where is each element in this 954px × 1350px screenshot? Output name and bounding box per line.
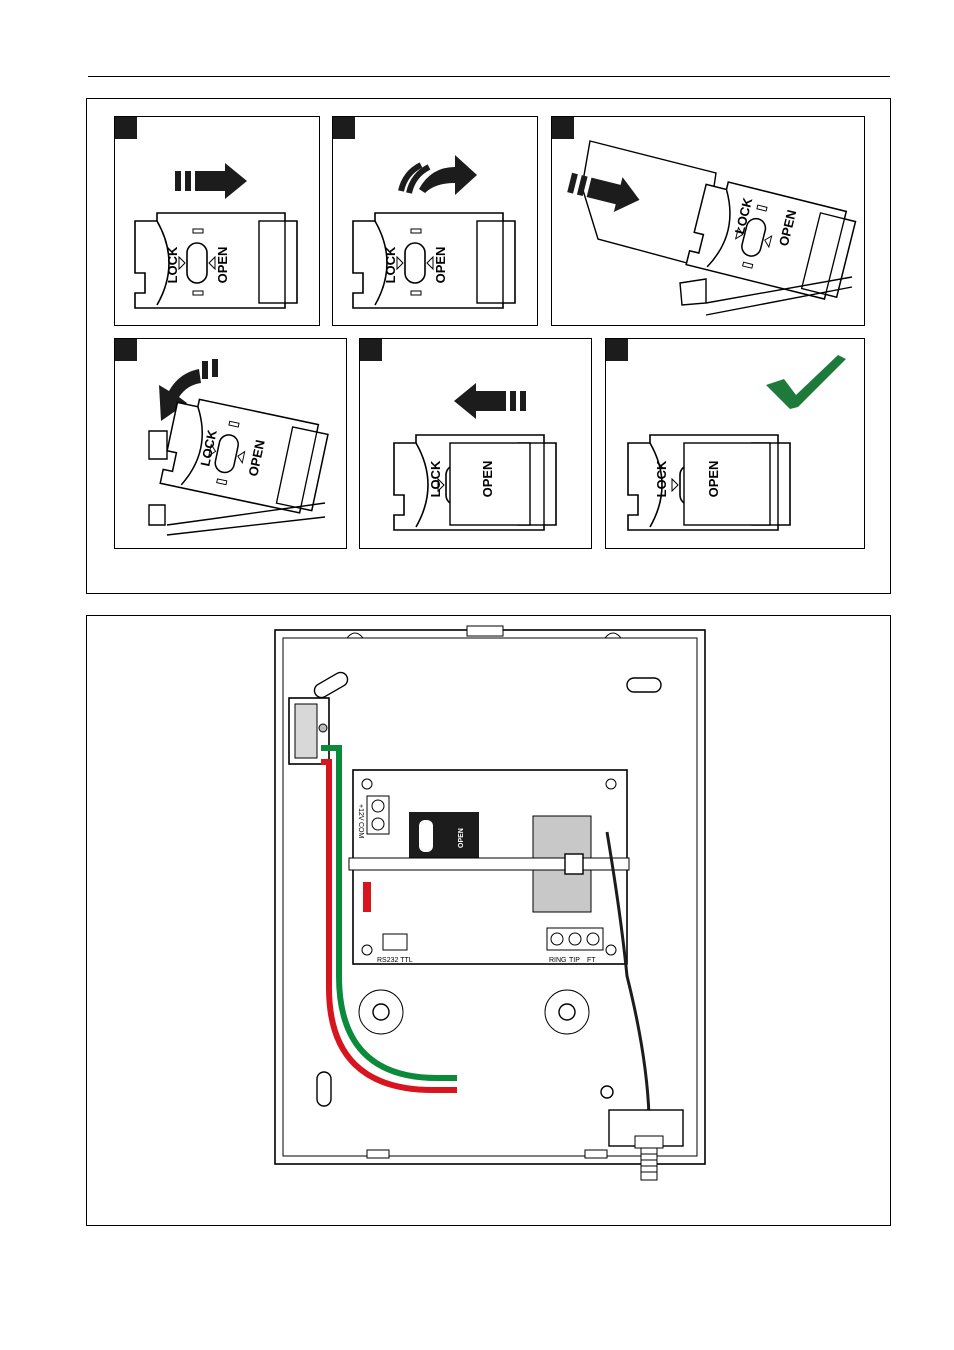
header-rule — [88, 76, 890, 77]
step-5-panel: LOCK OPEN — [359, 338, 592, 549]
open-label: OPEN — [433, 247, 448, 284]
lock-label: LOCK — [165, 246, 180, 283]
step-2-panel: LOCK OPEN — [332, 116, 538, 326]
terminal-12v-label: +12V — [357, 804, 364, 821]
lock-label: LOCK — [654, 460, 669, 497]
socket-lock-label: LOCK — [426, 828, 433, 848]
mounting-hole — [544, 989, 590, 1035]
sim-holder — [159, 394, 331, 517]
rs232-connector — [382, 933, 408, 951]
step-6-panel: LOCK OPEN — [605, 338, 865, 549]
tamper-switch — [288, 697, 330, 765]
telephone-terminal-block — [546, 927, 604, 951]
power-terminal-block — [366, 795, 390, 835]
antenna-cable — [605, 831, 651, 1117]
step-5-badge — [360, 339, 382, 361]
tip-label: TIP — [569, 957, 580, 964]
sim-socket: LOCK OPEN — [409, 812, 479, 858]
step-2-badge — [333, 117, 355, 139]
open-label: OPEN — [245, 438, 267, 477]
arrow-right-icon — [175, 163, 247, 199]
antenna-connector — [608, 1109, 684, 1181]
open-label: OPEN — [480, 461, 495, 498]
open-label: OPEN — [706, 461, 721, 498]
sim-steps-figure: LOCK OPEN LOCK OPEN LOCK OPEN — [86, 98, 891, 594]
curved-arrow-right-icon — [398, 155, 477, 195]
terminal-com-label: COM — [357, 822, 364, 839]
sim-holder — [685, 176, 859, 303]
socket-open-label: OPEN — [458, 828, 465, 848]
dip-switch — [363, 882, 371, 912]
ft-label: FT — [587, 957, 596, 964]
checkmark-icon — [766, 355, 846, 409]
red-wire — [321, 759, 457, 1093]
step-1-panel: LOCK OPEN — [114, 116, 320, 326]
step-4-panel: LOCK OPEN — [114, 338, 347, 549]
green-wire — [321, 745, 457, 1081]
step-1-badge — [115, 117, 137, 139]
sim-card — [449, 442, 531, 526]
curved-arrow-down-left-icon — [159, 359, 218, 421]
lock-label: LOCK — [383, 246, 398, 283]
enclosure-wiring-figure: +12V COM LOCK OPEN RS232 TTL RI — [86, 615, 891, 1226]
lock-label: LOCK — [428, 460, 443, 497]
arrow-left-icon — [454, 383, 526, 419]
sim-card — [683, 442, 771, 526]
sim-card — [581, 140, 717, 268]
rs232-label: RS232 TTL — [377, 957, 413, 964]
step-3-badge — [552, 117, 574, 139]
ring-label: RING — [549, 957, 567, 964]
cable-tie — [348, 853, 630, 875]
mounting-hole — [358, 989, 404, 1035]
step-6-badge — [606, 339, 628, 361]
step-3-panel: LOCK OPEN — [551, 116, 865, 326]
open-label: OPEN — [215, 247, 230, 284]
step-4-badge — [115, 339, 137, 361]
